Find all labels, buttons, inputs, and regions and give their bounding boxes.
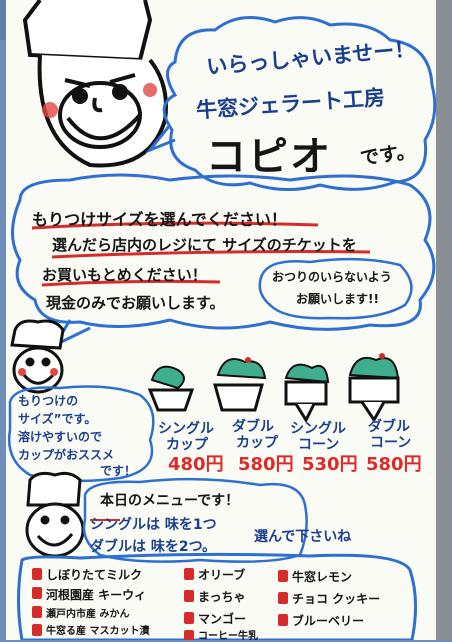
double-cup-drawing <box>213 357 267 412</box>
single-cup-drawing <box>147 365 195 412</box>
menu-intro-choose: 選んで下さいね <box>254 529 352 545</box>
instruction-line4: 現金のみでお願いします。 <box>46 294 225 312</box>
size4-name-line1: ダブル <box>368 419 410 435</box>
menu-chef-illustration <box>25 471 85 558</box>
flavor-item: コーヒー牛乳 <box>198 631 258 642</box>
chef-note-line5: です！ <box>100 464 137 478</box>
menu-intro-line1: 本日のメニューです！ <box>100 493 240 509</box>
size2-name-line2: カップ <box>236 435 278 451</box>
size2-price: 580円 <box>238 454 294 475</box>
size2-name-line1: ダブル <box>232 419 274 435</box>
chef-note-line4: カップがおススメ <box>18 448 115 462</box>
flavor-item: チョコ クッキー <box>292 592 381 606</box>
chef-illustration <box>22 0 168 168</box>
size3-name-line2: コーン <box>298 437 340 453</box>
size4-name-line2: コーン <box>370 435 412 451</box>
size4-price: 580円 <box>366 454 422 475</box>
flavor-item: しぼりたてミルク <box>46 568 143 582</box>
size1-price: 480円 <box>168 454 224 475</box>
flavor-item: マンゴー <box>198 612 247 626</box>
flavor-bullet-icons <box>32 568 288 640</box>
double-cone-drawing <box>348 353 400 423</box>
flavor-item: オリーブ <box>198 568 246 582</box>
change-note-line2: お願いします!! <box>296 292 379 306</box>
flavor-item: 河根園産 キーウィ <box>46 588 147 602</box>
flavor-item: ブルーベリー <box>292 614 365 628</box>
flavor-item: まっちゃ <box>198 590 246 604</box>
size1-name-line2: カップ <box>166 437 208 453</box>
menu-intro-line3: ダブルは 味を2つ。 <box>90 539 217 555</box>
size3-price: 530円 <box>302 454 358 475</box>
instruction-line2: 選んだら店内のレジにて サイズのチケットを <box>52 236 357 254</box>
small-chef-illustration <box>10 319 65 394</box>
chef-note-line2: サイズ”です。 <box>18 412 97 426</box>
flavor-item: 瀬戸内市産 みかん <box>46 609 130 620</box>
flavor-item: 牛窓る産 マスカット漬 <box>46 626 150 637</box>
chef-note-line3: 溶けやすいので <box>18 430 103 444</box>
instruction-line3: お買いもとめください！ <box>42 266 207 284</box>
instruction-line1: もりつけサイズを選んでください！ <box>32 210 287 229</box>
size1-name-line1: シングル <box>158 421 214 437</box>
change-note-line1: おつりのいらないよう <box>272 270 392 284</box>
shop-name: コピオ <box>206 134 332 180</box>
chef-note-line1: もりつけの <box>18 394 79 408</box>
chef-note-cloud <box>7 385 155 483</box>
flavor-item: 牛窓レモン <box>292 570 353 584</box>
size3-name-line1: シングル <box>290 421 346 437</box>
single-cone-drawing <box>284 363 330 424</box>
menu-intro-line2: シングルは 味を1つ <box>90 517 217 533</box>
instructions-cloud <box>11 173 436 331</box>
